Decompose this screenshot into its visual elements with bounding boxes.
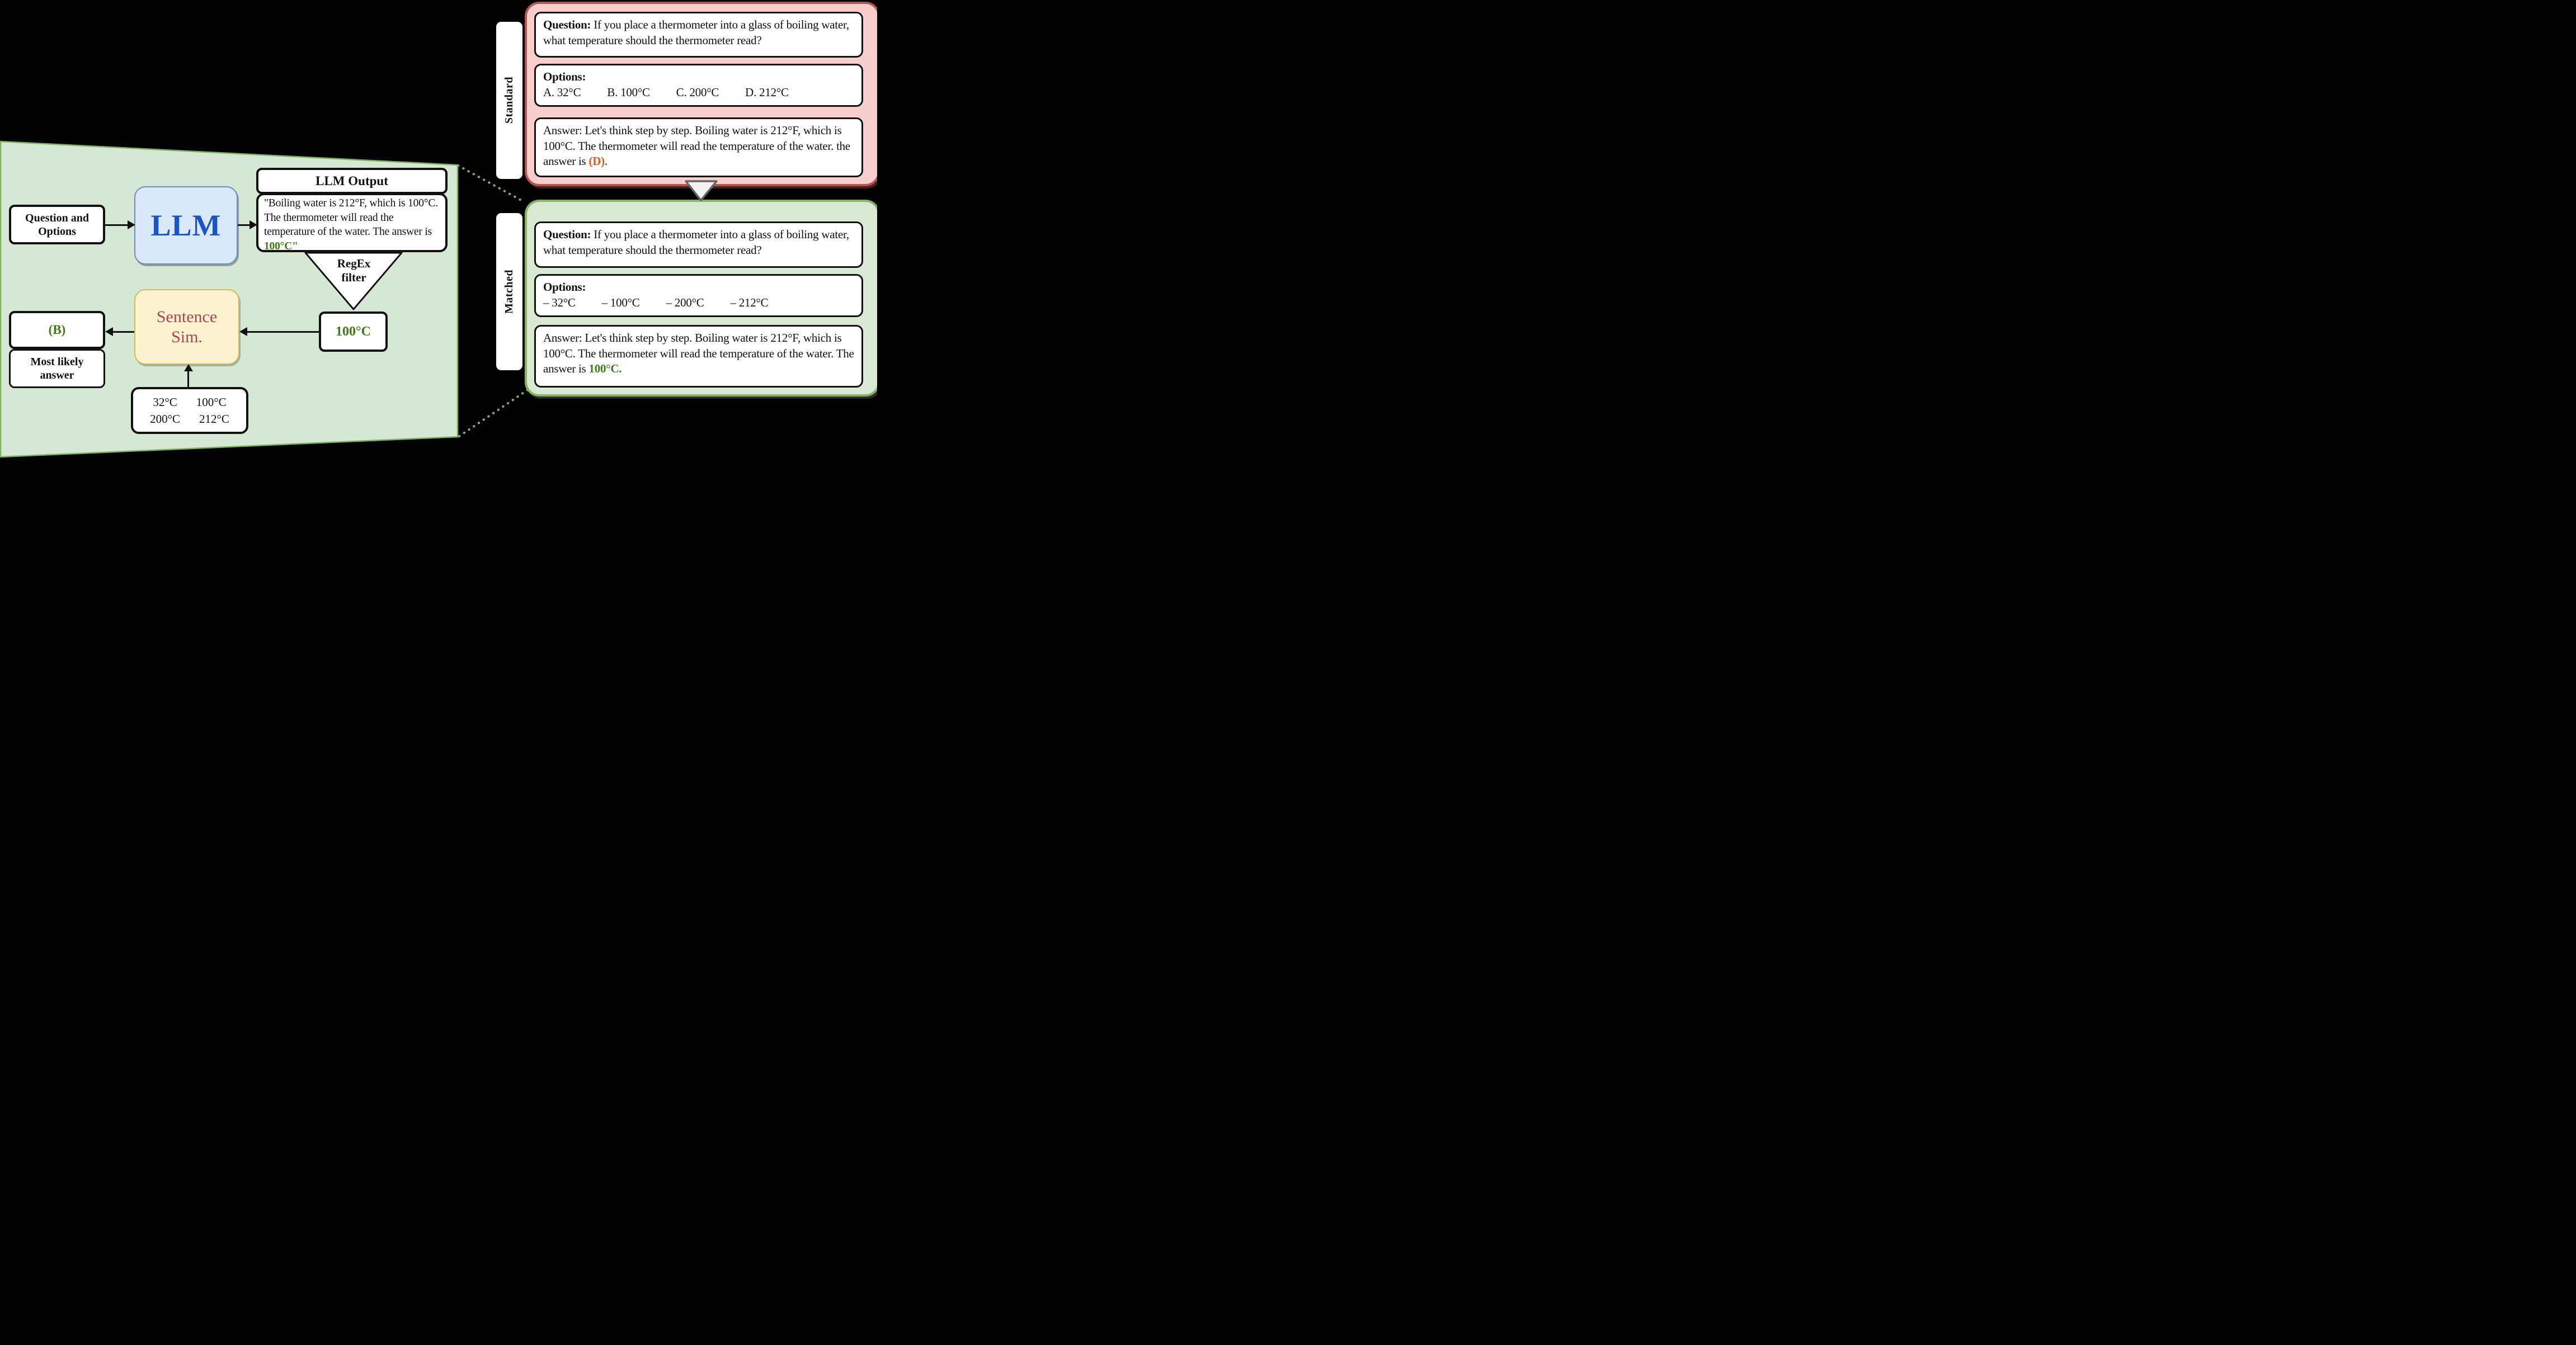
matched-panel: Question: If you place a thermometer int… <box>525 200 877 397</box>
matched-question-text: If you place a thermometer into a glass … <box>543 228 849 257</box>
standard-panel-label-box: Standard <box>496 22 522 179</box>
candidate-value: 32°C <box>153 395 177 409</box>
candidate-row-2: 200°C 212°C <box>150 410 229 427</box>
arrow-llm-to-output <box>238 224 251 226</box>
standard-to-matched-arrow <box>685 180 718 201</box>
matched-options-box: Options: – 32°C – 100°C – 200°C – 212°C <box>534 274 863 317</box>
standard-option: D. 212°C <box>745 85 789 99</box>
arrowhead-candidates-to-sim <box>184 364 193 371</box>
arrowhead-input-to-llm <box>128 220 135 229</box>
arrow-input-to-llm <box>105 224 129 226</box>
llm-output-quote: "Boiling water is 212°F, which is 100°C.… <box>264 197 438 252</box>
matched-option: – 32°C <box>543 295 576 309</box>
llm-output-text-box: "Boiling water is 212°F, which is 100°C.… <box>256 193 448 252</box>
standard-option: A. 32°C <box>543 85 581 99</box>
matched-options-label: Options: <box>543 280 586 294</box>
matched-option: – 200°C <box>666 295 704 309</box>
llm-box: LLM <box>134 186 238 265</box>
matched-answer-highlight: 100°C. <box>588 362 622 375</box>
matched-answer-text: Answer: Let's think step by step. Boilin… <box>543 331 854 375</box>
standard-question-text: If you place a thermometer into a glass … <box>543 18 849 47</box>
arrowhead-sim-to-answer <box>105 327 113 336</box>
matched-panel-label-box: Matched <box>496 213 522 370</box>
funnel-connector-top-dotted-line <box>457 164 525 203</box>
standard-answer-highlight: (D) <box>588 154 605 168</box>
matched-option: – 212°C <box>730 295 769 309</box>
arrowhead-llm-to-output <box>249 220 257 229</box>
matched-answer-box: (B) <box>9 311 105 349</box>
arrow-sim-to-answer <box>112 331 134 333</box>
matched-question-box: Question: If you place a thermometer int… <box>534 221 863 268</box>
llm-output-title-box: LLM Output <box>256 168 448 194</box>
panel-connector-layer <box>685 180 718 201</box>
standard-answer-box: Answer: Let's think step by step. Boilin… <box>534 117 863 177</box>
arrowhead-extracted-to-sim <box>239 327 247 336</box>
candidate-value: 212°C <box>199 412 229 426</box>
arrow-extracted-to-sim <box>247 331 319 333</box>
regex-filter-funnel-triangle <box>304 252 403 310</box>
standard-options-box: Options: A. 32°C B. 100°C C. 200°C D. 21… <box>534 64 863 107</box>
candidate-value: 100°C <box>196 395 227 409</box>
standard-option: C. 200°C <box>676 85 719 99</box>
llm-output-extracted-highlight: 100°C" <box>264 240 298 252</box>
llm-output-title: LLM Output <box>315 173 388 188</box>
arrow-candidates-to-sim <box>187 371 189 387</box>
candidate-row-1: 32°C 100°C <box>153 394 226 410</box>
standard-question-label: Question: <box>543 18 591 31</box>
candidate-options-box: 32°C 100°C 200°C 212°C <box>131 387 248 434</box>
extracted-answer-value: 100°C <box>336 324 371 339</box>
standard-answer-period: . <box>604 154 607 168</box>
standard-panel: Question: If you place a thermometer int… <box>525 2 877 186</box>
extracted-answer-box: 100°C <box>319 312 388 352</box>
matched-answer-panel-box: Answer: Let's think step by step. Boilin… <box>534 325 863 388</box>
candidate-value: 200°C <box>150 412 180 426</box>
matched-option: – 100°C <box>601 295 640 309</box>
standard-answer-text: Answer: Let's think step by step. Boilin… <box>543 124 850 168</box>
standard-question-box: Question: If you place a thermometer int… <box>534 12 863 58</box>
matched-question-label: Question: <box>543 228 591 241</box>
standard-options-label: Options: <box>543 70 586 83</box>
llm-label: LLM <box>150 209 222 242</box>
standard-option: B. 100°C <box>607 85 650 99</box>
funnel-connector-bottom-dotted-line <box>458 387 531 437</box>
matched-answer-value: (B) <box>48 323 66 337</box>
